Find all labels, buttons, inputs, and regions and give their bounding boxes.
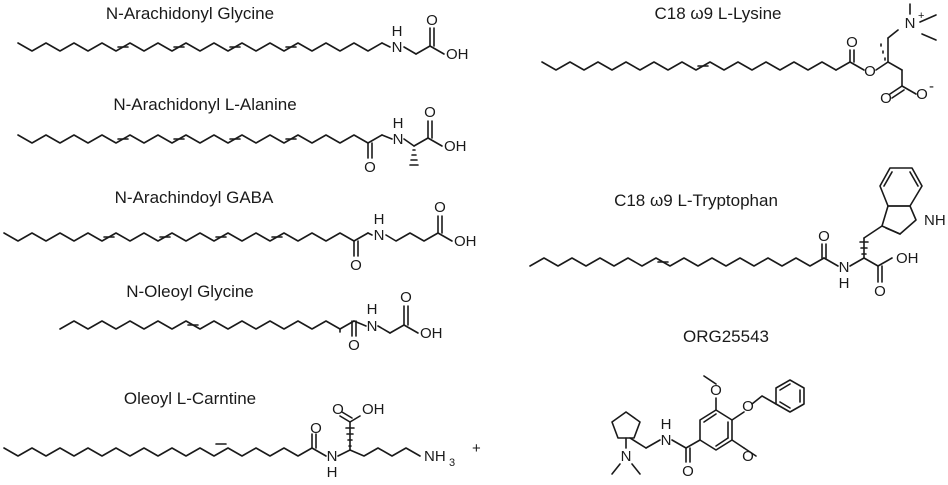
- atom-label: H: [374, 211, 385, 228]
- compound-n-arachindoyl-gaba: N-Arachindoyl GABA H N O O OH: [3, 188, 477, 274]
- atom-label: H: [839, 275, 850, 292]
- compound-oleoyl-l-carntine: Oleoyl L-Carntine O OH O N H NH 3 +: [3, 389, 481, 481]
- atom-label: O: [846, 34, 858, 51]
- atom-label: N: [905, 15, 916, 32]
- atom-label: OH: [420, 325, 443, 342]
- atom-label: O: [424, 104, 436, 121]
- atom-label: O: [742, 398, 754, 415]
- atom-label: N: [661, 432, 672, 449]
- compound-n-arachidonyl-glycine: N-Arachidonyl Glycine H N O OH: [17, 4, 469, 63]
- atom-label: O: [434, 199, 446, 216]
- atom-label: OH: [446, 46, 469, 63]
- atom-label: O: [880, 90, 892, 107]
- atom-label: OH: [444, 138, 467, 155]
- atom-label: O: [742, 448, 754, 465]
- atom-label: O: [916, 86, 928, 103]
- compound-title: N-Arachindoyl GABA: [115, 188, 274, 207]
- compound-title: N-Arachidonyl Glycine: [106, 4, 274, 23]
- subscript: 3: [449, 457, 455, 469]
- atom-label: N: [839, 259, 850, 276]
- compound-org25543: ORG25543 N N: [611, 327, 805, 480]
- compound-title: N-Arachidonyl L-Alanine: [113, 95, 296, 114]
- atom-label: N: [374, 227, 385, 244]
- molecule-structure: [3, 411, 421, 457]
- atom-label: O: [400, 289, 412, 306]
- compound-title: C18 ω9 L-Tryptophan: [614, 191, 778, 210]
- compound-n-arachidonyl-l-alanine: N-Arachidonyl L-Alanine H N O O OH: [17, 95, 467, 176]
- atom-label: NH: [424, 448, 446, 465]
- atom-label: N: [621, 448, 632, 465]
- atom-label: O: [682, 463, 694, 480]
- molecule-structure: [611, 375, 805, 475]
- atom-label: O: [364, 159, 376, 176]
- atom-label: N: [327, 448, 338, 465]
- atom-label: OH: [362, 401, 385, 418]
- atom-label: N: [367, 318, 378, 335]
- charge-minus: -: [929, 78, 934, 95]
- molecule-structure: [529, 167, 923, 283]
- atom-label: O: [710, 382, 722, 399]
- atom-label: O: [332, 401, 344, 418]
- atom-label: H: [327, 464, 338, 481]
- charge-plus: +: [472, 440, 481, 457]
- compound-n-oleoyl-glycine: N-Oleoyl Glycine H N O O OH: [59, 282, 443, 354]
- atom-label: O: [310, 420, 322, 437]
- atom-label: H: [393, 115, 404, 132]
- molecule-structure: [17, 27, 445, 55]
- atom-label: N: [392, 39, 403, 56]
- atom-label: O: [426, 12, 438, 29]
- atom-label: O: [348, 337, 360, 354]
- atom-label: O: [350, 257, 362, 274]
- molecule-structure: [17, 120, 443, 166]
- compound-c18-w9-l-tryptophan: C18 ω9 L-Tryptophan NH O N H O: [529, 167, 946, 300]
- atom-label: H: [367, 301, 378, 318]
- atom-label: O: [818, 228, 830, 245]
- atom-label: O: [864, 63, 876, 80]
- molecule-structure: [59, 305, 419, 337]
- molecule-structure: [3, 215, 453, 257]
- molecule-structure: [541, 3, 937, 99]
- atom-label: OH: [896, 250, 919, 267]
- atom-label: H: [392, 23, 403, 40]
- atom-label: OH: [454, 233, 477, 250]
- compound-title: N-Oleoyl Glycine: [126, 282, 254, 301]
- compound-title: C18 ω9 L-Lysine: [655, 4, 782, 23]
- compound-title: Oleoyl L-Carntine: [124, 389, 256, 408]
- compound-c18-w9-l-lysine: C18 ω9 L-Lysine O O N + O: [541, 3, 937, 107]
- compound-title: ORG25543: [683, 327, 769, 346]
- charge-plus: +: [918, 10, 924, 22]
- atom-label: N: [393, 131, 404, 148]
- atom-label: H: [661, 416, 672, 433]
- atom-label: NH: [924, 212, 946, 229]
- atom-label: O: [874, 283, 886, 300]
